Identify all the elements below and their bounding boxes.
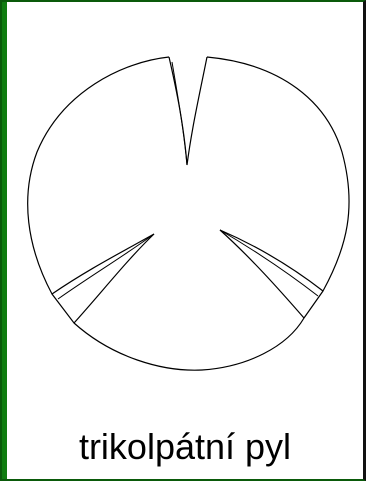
colpus-left-inner [58,234,154,299]
pollen-grain-diagram [2,2,366,402]
colpus-right-inner [220,230,318,296]
colpus-top-inner [172,62,187,165]
colpus-right [220,230,323,318]
pollen-outline [28,57,349,370]
diagram-caption: trikolpátní pyl [2,427,366,467]
colpus-top [169,57,207,165]
colpus-left [52,234,154,323]
